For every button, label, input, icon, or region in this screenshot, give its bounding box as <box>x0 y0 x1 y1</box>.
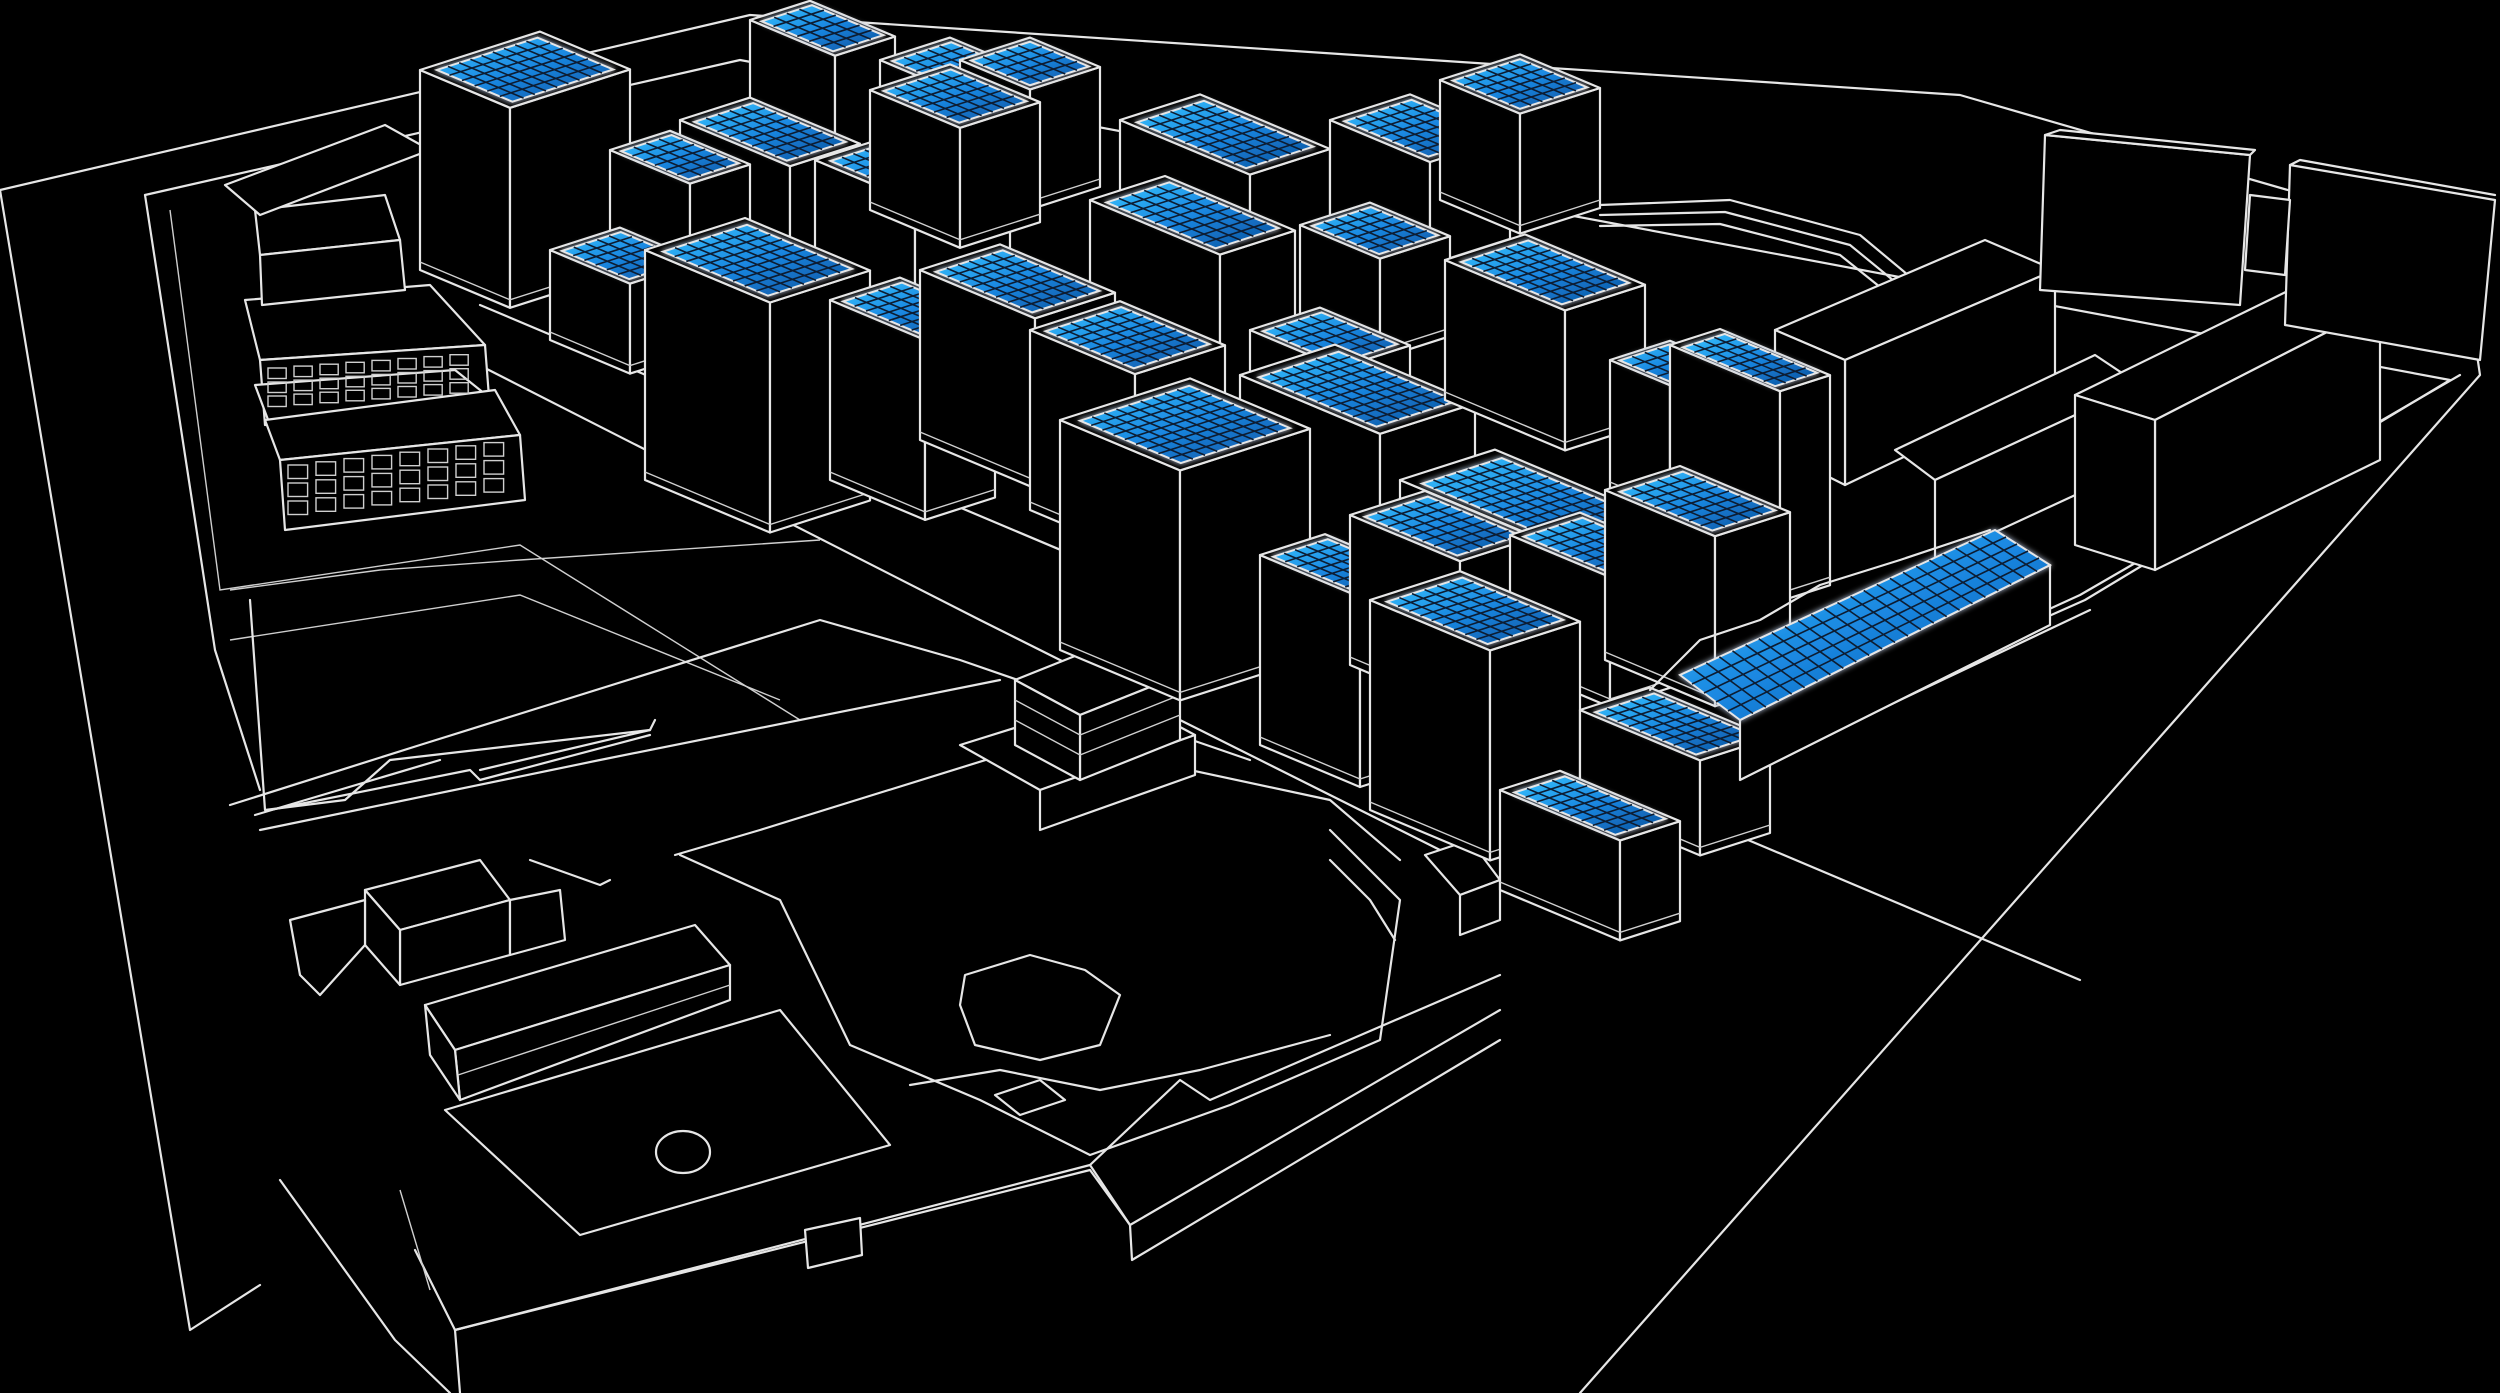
solar-panel-roof <box>1259 311 1401 365</box>
east-link-block <box>2243 193 2292 277</box>
south-wall-lower <box>453 1168 1132 1332</box>
solar-panel-roof <box>1077 384 1293 465</box>
long-building-side <box>423 1003 462 1102</box>
stair-lines <box>399 1189 431 1291</box>
dorm-windows <box>267 354 505 516</box>
park-pavilion <box>993 1078 1067 1117</box>
central-pavilion <box>958 638 1197 832</box>
solar-towers <box>418 0 1832 942</box>
west-plaza-wall <box>478 728 652 772</box>
solar-panel-roof <box>758 4 887 53</box>
solar-panel-roof <box>1133 99 1317 170</box>
solar-panel-roof <box>691 102 849 162</box>
tower-8 <box>868 63 1042 249</box>
solar-panel-roof <box>1449 58 1591 110</box>
pavilion-floor-2 <box>1014 714 1181 756</box>
inner-road-edge <box>169 209 801 721</box>
canopy-wave-edge <box>1648 528 1992 692</box>
park-path-2 <box>1328 858 1397 942</box>
west-plaza-wall-2 <box>528 858 612 887</box>
solar-panel-roof <box>1616 470 1779 532</box>
entrance-pavilion-front <box>1458 878 1502 937</box>
tower-left-face <box>418 68 512 309</box>
solar-panel-roof <box>1255 350 1460 428</box>
curved-track-1 <box>1598 198 1922 287</box>
far-east-block-1-front <box>2038 133 2252 307</box>
far-east-block-2-front <box>2283 163 2497 362</box>
tower-base-line <box>1499 881 1681 934</box>
inner-site-west-edge <box>143 193 262 792</box>
tower-12 <box>1438 53 1602 235</box>
solar-panel-roof <box>660 223 855 297</box>
south-wall-front-2 <box>1088 1008 1502 1227</box>
pavilion-floor-1 <box>1014 694 1181 736</box>
tower-base-line <box>1439 191 1601 227</box>
curved-track-3 <box>1598 222 1892 297</box>
solar-panel-roof <box>1592 692 1758 756</box>
tower-32 <box>1498 769 1682 942</box>
tower-base-line <box>644 471 871 526</box>
low-buildings <box>288 728 1502 1102</box>
south-wall-face <box>1128 1038 1502 1262</box>
sports-field <box>278 973 1502 1393</box>
south-gate <box>803 1216 864 1270</box>
solar-panel-roof <box>1679 332 1821 388</box>
plaza-wall-2 <box>268 733 652 812</box>
solar-panel-roof <box>932 249 1103 314</box>
small-house-annex <box>508 888 567 957</box>
inner-road-edge-2 <box>229 594 781 701</box>
east-blocks <box>1773 128 2497 572</box>
dorm-top-front <box>258 238 407 307</box>
solar-panel-roof <box>433 36 617 103</box>
pavilion-tower-side <box>1013 678 1082 782</box>
east-block-c-side <box>2073 393 2157 572</box>
main-road-south <box>418 333 1502 882</box>
solar-panel-roof <box>1361 495 1524 557</box>
park-outline <box>678 828 1402 1157</box>
pond <box>958 953 1122 1062</box>
sports-field-outline <box>443 1008 892 1237</box>
small-house-yard <box>288 898 367 997</box>
canopy-solar-surface <box>1678 528 2053 722</box>
outer-site-west-edge <box>0 188 262 1332</box>
park-path-1 <box>908 1033 1332 1092</box>
center-circle <box>654 1129 712 1175</box>
solar-canopy-long <box>1648 528 2053 782</box>
solar-panel-roof <box>880 68 1030 124</box>
park-area <box>678 828 1402 1157</box>
solar-panel-roof <box>968 40 1092 87</box>
west-dorm-block <box>223 123 527 532</box>
solar-panel-roof <box>1103 181 1282 250</box>
south-wall-front <box>453 1328 462 1393</box>
solar-panel-roof <box>618 133 742 181</box>
tower-base-line <box>869 201 1041 241</box>
long-building-band <box>457 984 731 1076</box>
plaza-path-west <box>258 678 1002 832</box>
south-wall-top <box>413 973 1502 1332</box>
plaza-wall <box>248 598 657 812</box>
southern-retaining-wall <box>278 1178 452 1393</box>
solar-panel-roof <box>1309 206 1441 256</box>
curved-track-2 <box>1598 210 1907 292</box>
west-inner-walkway <box>229 539 821 591</box>
solar-panel-roof <box>1383 576 1567 646</box>
solar-panel-roof <box>1511 775 1669 836</box>
far-east-block-1-roof <box>2043 128 2257 157</box>
solar-panel-roof <box>1042 305 1213 370</box>
far-east-block-2-top <box>2288 158 2497 197</box>
solar-panel-roof <box>1458 239 1632 306</box>
tower-22 <box>1058 377 1312 702</box>
tower-base-line <box>829 471 996 513</box>
